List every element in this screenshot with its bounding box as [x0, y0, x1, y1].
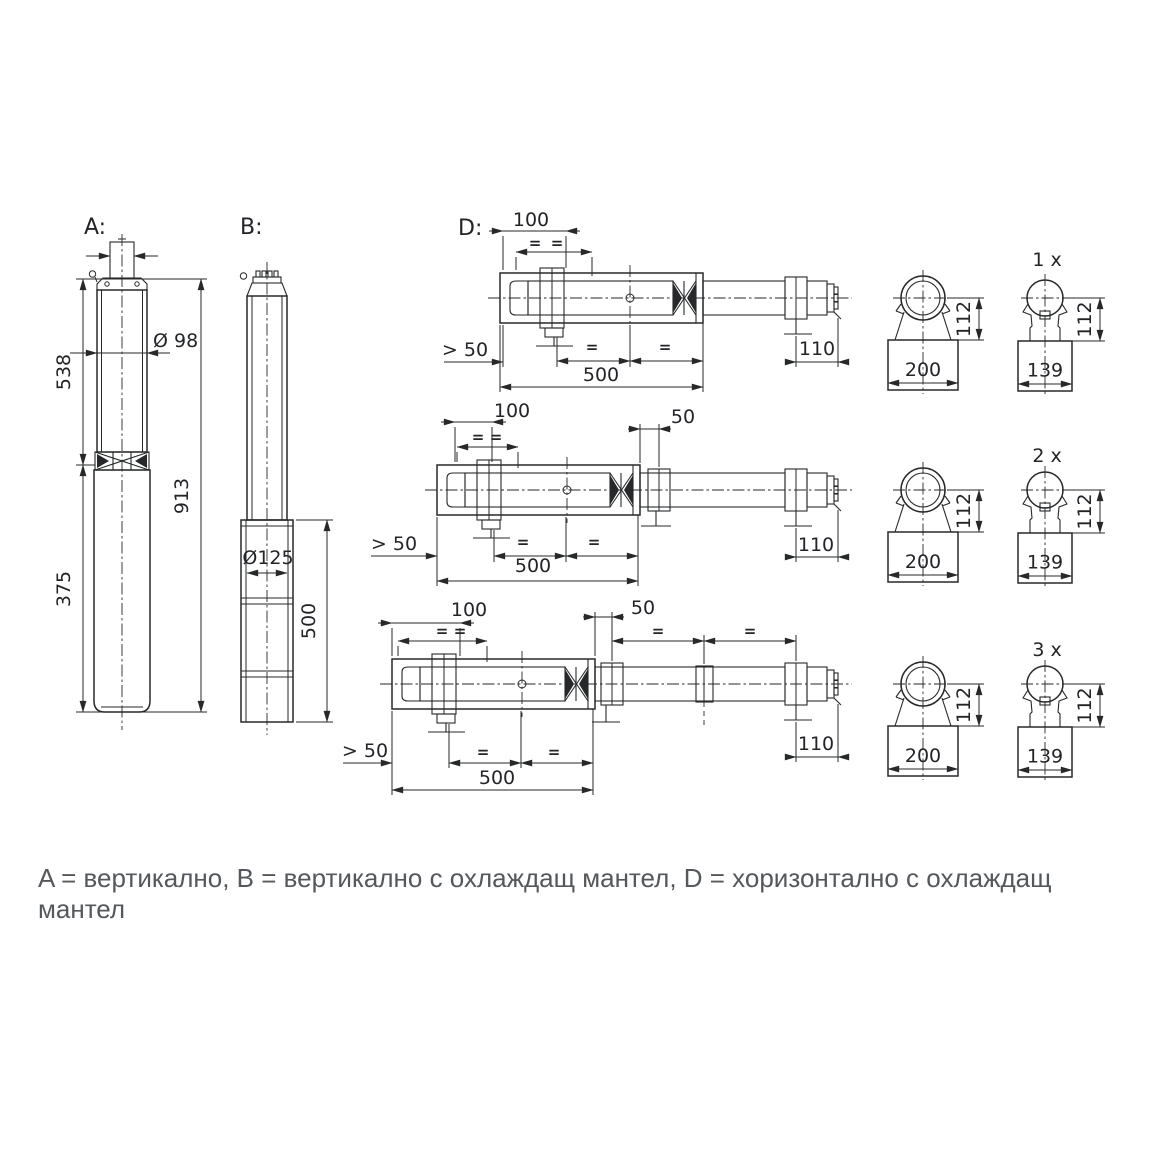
view-d-label: D: [458, 216, 482, 241]
caption: A = вертикално, B = вертикално с охлажда… [38, 863, 1052, 924]
technical-drawing: 112 200 112 139 A: 538 [53, 209, 1153, 795]
dim-50-label: 50 [631, 597, 655, 619]
cross-sections-row-2: 2 x [888, 445, 1105, 586]
equal-mark: = [436, 622, 449, 640]
dim-min50-label: > 50 [371, 533, 417, 555]
dim-diameter-98-label: Ø 98 [153, 330, 198, 352]
view-d-row-3: 100 = = 50 = = > 50 = = 500 110 [342, 597, 852, 795]
equal-mark: = [659, 338, 672, 356]
view-d-row-2: 100 = = 50 > 50 = = 500 110 [371, 400, 852, 586]
dim-500-label: 500 [515, 555, 551, 577]
dim-375-label: 375 [53, 571, 75, 607]
dim-100-label: 100 [513, 209, 549, 231]
dim-min50-label: > 50 [442, 339, 488, 361]
dim-diameter-125-label: Ø125 [242, 547, 293, 569]
view-a-label: A: [84, 215, 106, 240]
dim-100-label: 100 [451, 599, 487, 621]
dim-50-label: 50 [671, 406, 695, 428]
count-label: 1 x [1032, 249, 1061, 271]
dim-500-label: 500 [479, 767, 515, 789]
equal-mark: = [551, 234, 564, 252]
view-b-vertical-pump-jacket: B: Ø125 500 [239, 215, 333, 735]
dim-500-label: 500 [583, 364, 619, 386]
dim-min50-label: > 50 [342, 740, 388, 762]
equal-mark: = [454, 622, 467, 640]
equal-mark: = [472, 428, 485, 446]
view-b-label: B: [240, 215, 263, 240]
equal-mark: = [529, 234, 542, 252]
dim-913-label: 913 [171, 478, 193, 514]
equal-mark: = [517, 533, 530, 551]
cross-sections-row-3: 3 x [888, 639, 1105, 780]
view-a-vertical-pump: A: 538 375 913 Ø 98 [53, 215, 207, 730]
equal-mark: = [744, 622, 757, 640]
dim-110-label: 110 [798, 733, 834, 755]
dim-100-label: 100 [494, 400, 530, 422]
dim-110-label: 110 [798, 534, 834, 556]
dim-500-label: 500 [298, 603, 320, 639]
count-label: 2 x [1032, 445, 1061, 467]
equal-mark: = [477, 743, 490, 761]
equal-mark: = [586, 338, 599, 356]
dim-538-label: 538 [53, 354, 75, 390]
count-label: 3 x [1032, 639, 1061, 661]
dim-110-label: 110 [799, 338, 835, 360]
equal-mark: = [548, 743, 561, 761]
equal-mark: = [490, 428, 503, 446]
equal-mark: = [588, 533, 601, 551]
cross-sections-row-1: 1 x [888, 249, 1105, 394]
view-d-row-1: D: 100 = = > 50 = = 500 110 [442, 209, 852, 392]
equal-mark: = [652, 622, 665, 640]
